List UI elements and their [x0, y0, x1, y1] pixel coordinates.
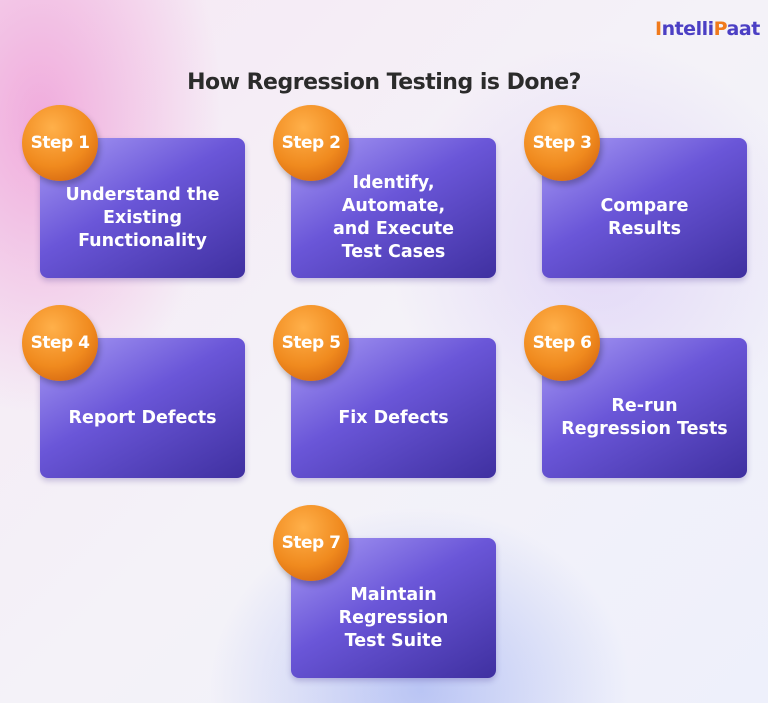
step-text: Compare Results — [600, 196, 689, 239]
step-badge-3: Step 3 — [524, 105, 600, 181]
step-badge-2: Step 2 — [273, 105, 349, 181]
intellipaat-logo: IntelliPaat — [655, 18, 760, 40]
page-title: How Regression Testing is Done? — [187, 70, 581, 95]
step-badge-1: Step 1 — [22, 105, 98, 181]
step-badge-4: Step 4 — [22, 305, 98, 381]
step-badge-7: Step 7 — [273, 505, 349, 581]
step-text: Maintain Regression Test Suite — [338, 584, 449, 651]
step-text: Fix Defects — [338, 407, 449, 428]
step-text: Understand the Existing Functionality — [65, 184, 220, 251]
step-text: Identify, Automate, and Execute Test Cas… — [332, 173, 455, 262]
step-text: Report Defects — [68, 407, 217, 428]
step-badge-6: Step 6 — [524, 305, 600, 381]
step-card-7: Maintain Regression Test Suite — [291, 538, 496, 678]
step-badge-5: Step 5 — [273, 305, 349, 381]
step-text: Re-run Regression Tests — [561, 396, 728, 439]
